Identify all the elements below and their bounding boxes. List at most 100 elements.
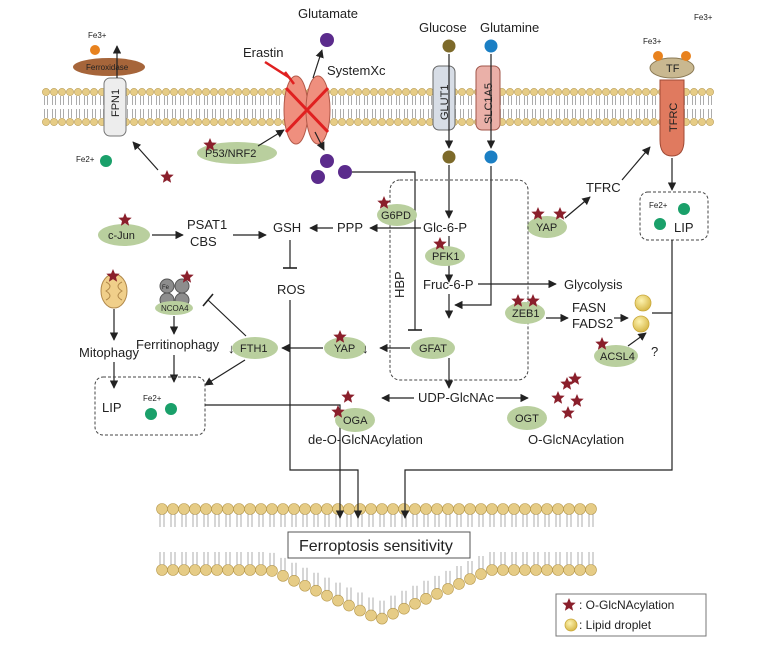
tfrc-receptor: TF TFRC: [649, 57, 695, 157]
tfrc-receptor-label: TFRC: [668, 103, 680, 132]
glucose-molecule-out: [442, 39, 456, 53]
oglcnac-star-12: [595, 337, 609, 350]
ncoa4-node: [155, 301, 193, 315]
oglcnac-star-1: [203, 138, 217, 151]
glycolysis-label: Glycolysis: [564, 277, 623, 292]
ros-label: ROS: [277, 282, 306, 297]
fe2-label-lip-left: Fe2+: [143, 394, 162, 403]
glutamate-molecule: [320, 33, 334, 47]
ferroptosis-box: [287, 531, 471, 559]
fe3-ion-left: [90, 45, 100, 55]
fe3-ion-right-a: [653, 51, 663, 61]
oglcnac-star-15: [560, 377, 574, 390]
arrow-yap-to-tfrc: [564, 196, 591, 219]
oglcnac-star-13: [341, 390, 355, 403]
erastin-inhibition: [264, 60, 291, 80]
pfk1-node: [425, 246, 465, 266]
arrow-p53-to-systemxc: [257, 129, 285, 147]
fe2-lip-right-b: [678, 203, 690, 215]
mitophagy-label: Mitophagy: [79, 345, 139, 360]
oga-label: OGA: [343, 415, 368, 427]
de-oglcnac-label: de-O-GlcNAcylation: [308, 432, 423, 447]
fe2-lip-left-a: [145, 408, 157, 420]
oglcnac-star-3: [377, 196, 391, 209]
slc1a5-label: SLC1A5: [483, 83, 495, 124]
fruc6p-label: Fruc-6-P: [423, 277, 474, 292]
gfat-node: [411, 337, 455, 359]
yap-mid-label: YAP: [334, 343, 355, 355]
systemxc-transporter: SystemXc: [283, 63, 386, 145]
lipid-droplet-a: [634, 294, 652, 312]
g6pd-node: [377, 204, 417, 226]
oglcnac-star-18: [570, 394, 584, 407]
fth1-down-arrow: ↓: [228, 341, 235, 356]
hbp-label: HBP: [392, 271, 407, 298]
legend-star-icon: [562, 598, 576, 611]
lipid-bilayer-bottom: [156, 503, 597, 625]
plasma-membrane: [42, 88, 714, 126]
fads2-label: FADS2: [572, 316, 613, 331]
fe3-ion-right-b: [681, 51, 691, 61]
tfrc-node-label: TFRC: [586, 180, 621, 195]
lip-right-box: [639, 191, 709, 241]
p53-nrf2-label: P53/NRF2: [205, 148, 256, 160]
oglcnac-label: O-GlcNAcylation: [528, 432, 624, 447]
psat1-label: PSAT1: [187, 217, 227, 232]
arrow-fth1-to-lip: [204, 359, 246, 386]
ferritinophagy-label: Ferritinophagy: [136, 337, 220, 352]
arrow-acsl4-to-droplet: [627, 332, 647, 347]
erastin-label: Erastin: [243, 45, 283, 60]
ogt-node: [507, 406, 547, 430]
oga-node: [335, 408, 375, 432]
legend-droplet-icon: [564, 618, 578, 632]
oglcnac-star-7: [180, 270, 194, 283]
glut1-label: GLUT1: [439, 85, 451, 120]
yap-right-node: [527, 216, 567, 238]
fpn1-label: FPN1: [110, 89, 122, 117]
acsl4-label: ACSL4: [600, 351, 635, 363]
lip-right-label: LIP: [674, 220, 694, 235]
glut1-transporter: GLUT1: [432, 65, 456, 131]
cbs-label: CBS: [190, 234, 217, 249]
arrow-cystine-in: [314, 131, 325, 151]
fe2-lip-left-b: [165, 403, 177, 415]
fasn-label: FASN: [572, 300, 606, 315]
oglcnac-star-17: [551, 391, 565, 404]
fth1-node: [232, 337, 278, 359]
yap-down-arrow: ↓: [362, 341, 369, 356]
p53-nrf2-node: [197, 142, 277, 164]
oglcnac-star-19: [561, 406, 575, 419]
arrow-lip-right-to-ferroptosis: [400, 240, 673, 519]
gfat-label: GFAT: [419, 343, 447, 355]
oglcnac-star-4: [433, 237, 447, 250]
oglcnac-star-16: [568, 372, 582, 385]
oglcnac-star-5: [333, 330, 347, 343]
legend-star-label: : O-GlcNAcylation: [579, 598, 674, 612]
oglcnac-star-14: [331, 405, 345, 418]
zeb1-label: ZEB1: [512, 308, 540, 320]
arrow-star-to-fpn1: [132, 141, 159, 171]
cjun-label: c-Jun: [108, 230, 135, 242]
glucose-label: Glucose: [419, 20, 467, 35]
oglcnac-star-9: [553, 207, 567, 220]
fe3-label-right-a: Fe3+: [643, 37, 662, 46]
legend-droplet-label: : Lipid droplet: [579, 618, 652, 632]
lip-left-label: LIP: [102, 400, 122, 415]
question-mark: ?: [651, 344, 658, 359]
zeb1-node: [505, 302, 545, 324]
fe3-label-left: Fe3+: [88, 31, 107, 40]
inhibit-fth1-ncoa4: [207, 299, 247, 337]
arrow-tfrc-to-receptor: [621, 146, 651, 181]
lipid-droplet-b: [632, 315, 650, 333]
cystine-molecule-a: [320, 154, 334, 168]
hbp-box: [389, 179, 529, 381]
oglcnac-star-6: [106, 269, 120, 282]
fe2-lip-right-a: [654, 218, 666, 230]
oglcnac-star-2: [118, 213, 132, 226]
oglcnac-marks: [106, 138, 609, 419]
tf-label: TF: [666, 63, 680, 75]
oglcnac-star-8: [531, 207, 545, 220]
glutamine-molecule-in: [484, 150, 498, 164]
arrow-glutamine-to-gfat: [454, 166, 492, 310]
